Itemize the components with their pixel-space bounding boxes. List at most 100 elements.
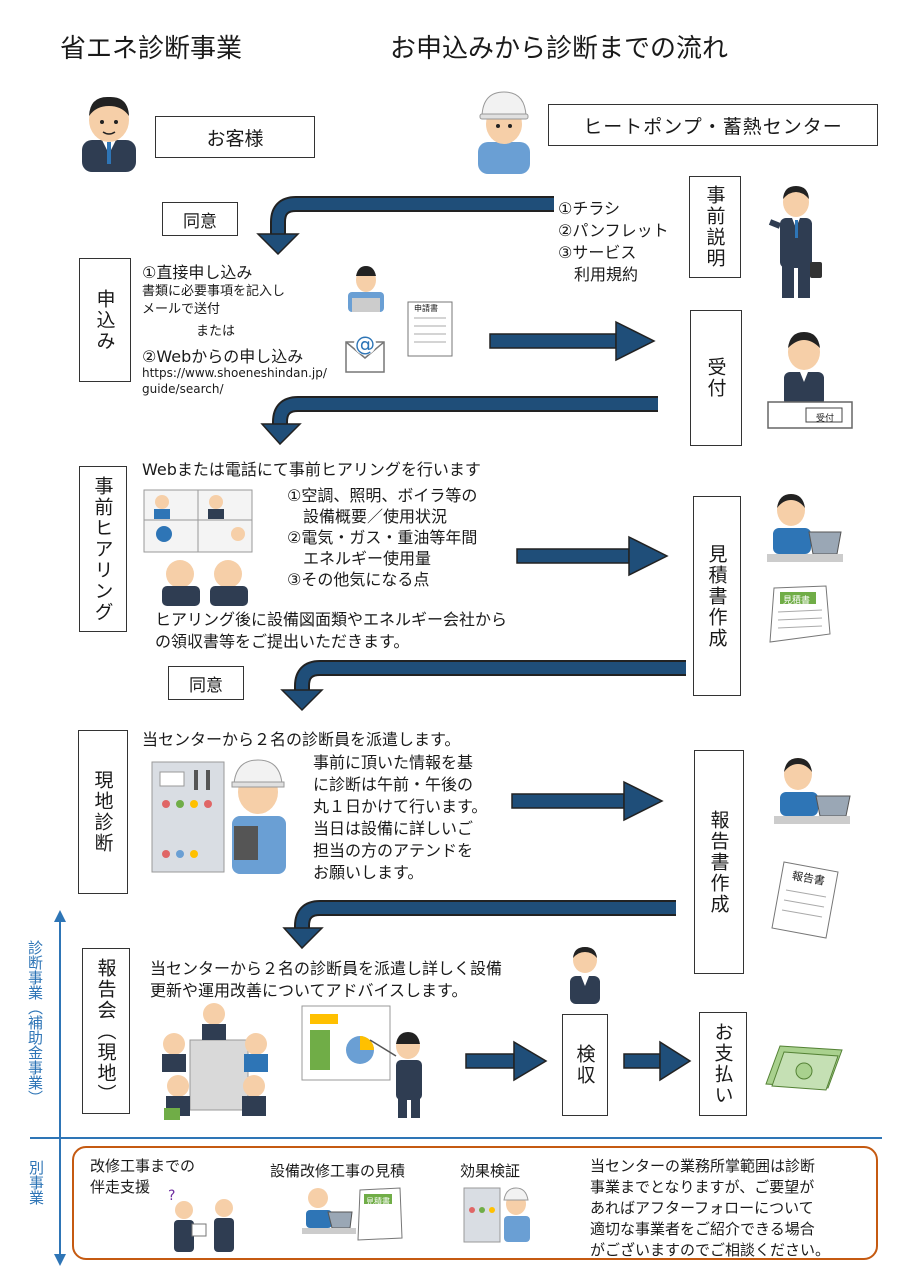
other-verify-label: 効果検証	[460, 1162, 521, 1180]
hearing-item: ②電気・ガス・重油等年間	[287, 528, 478, 547]
pre-explain-box: 事前説明	[689, 176, 741, 278]
meeting-table-icon	[162, 1003, 268, 1120]
hearing-item: ①空調、照明、ボイラ等の	[287, 486, 478, 505]
onsite-desc-line: 丸１日かけて行います。	[313, 797, 488, 816]
apply-line-4: ②Webからの申し込み	[142, 347, 304, 366]
mail-icon: @	[345, 332, 385, 373]
other-note-line: がございますのでご相談ください。	[590, 1241, 831, 1259]
estimate-box: 見積書作成	[693, 496, 741, 696]
other-note-line: 適切な事業者をご紹介できる場合	[590, 1220, 815, 1238]
other-support-label: 改修工事までの 伴走支援	[90, 1156, 195, 1198]
pre-explain-item: ③サービス	[558, 243, 637, 262]
svg-text:?: ?	[168, 1188, 175, 1204]
report-box: 報告書作成	[694, 750, 744, 974]
flow-arrow-9	[623, 1040, 692, 1082]
side-label-other: 別事業	[27, 1160, 45, 1205]
hearing-note: ヒアリング後に設備図面類やエネルギー会社から の領収書等をご提出いただきます。	[155, 609, 507, 653]
reception-staff-icon	[767, 332, 853, 429]
report-doc-icon	[771, 861, 839, 939]
pre-explain-items: ①チラシ ②パンフレット ③サービス 利用規約	[558, 198, 669, 286]
apply-url-2: guide/search/	[142, 382, 224, 396]
meeting-desc-line: 更新や運用改善についてアドバイスします。	[150, 981, 468, 1000]
onsite-desc-line: 事前に頂いた情報を基	[313, 753, 474, 772]
staff-explain-icon	[768, 186, 822, 298]
consult-icon: ?	[168, 1188, 234, 1252]
report-staff-icon	[774, 758, 851, 824]
flow-arrow-3	[260, 396, 658, 446]
agree-label-1: 同意	[162, 202, 238, 236]
onsite-desc-line: に診断は午前・午後の	[313, 775, 474, 794]
hearing-item: エネルギー使用量	[287, 549, 432, 568]
flow-arrow-7	[282, 900, 676, 950]
flow-arrow-1	[256, 196, 554, 256]
other-business-panel	[72, 1146, 878, 1260]
customer-avatar	[82, 96, 136, 172]
meeting-box: 報告会（現地）	[82, 948, 130, 1114]
hearing-head: Webまたは電話にて事前ヒアリングを行います	[142, 460, 481, 479]
other-support-line: 改修工事までの	[90, 1157, 196, 1175]
onsite-inspector-icon	[151, 759, 286, 874]
money-icon	[765, 1045, 843, 1091]
other-estimate-icon	[302, 1187, 403, 1241]
side-label-main: 診断事業（補助金事業）	[26, 940, 44, 1105]
svg-text:@: @	[355, 332, 375, 356]
onsite-head: 当センターから２名の診断員を派遣します。	[142, 730, 461, 749]
agree-label-2: 同意	[168, 666, 244, 700]
apply-line-2: 書類に必要事項を記入し	[142, 284, 286, 299]
other-verify-icon	[463, 1187, 530, 1243]
page-title: 省エネ診断事業	[60, 34, 243, 64]
onsite-box: 現地診断	[78, 730, 128, 894]
apply-line-3: メールで送付	[142, 302, 221, 317]
customer-label: お客様	[155, 116, 315, 158]
flow-arrow-5	[280, 660, 686, 712]
meeting-desc-line: 当センターから２名の診断員を派遣し詳しく設備	[150, 959, 503, 978]
worker-avatar	[478, 91, 530, 174]
pre-explain-item: ②パンフレット	[558, 221, 669, 240]
estimate-doc-label: 見積書	[783, 596, 811, 606]
payment-box: お支払い	[699, 1012, 747, 1116]
hearing-note-line: ヒアリング後に設備図面類やエネルギー会社から	[155, 610, 508, 629]
hearing-note-line: の領収書等をご提出いただきます。	[155, 632, 410, 651]
pre-explain-item: 利用規約	[558, 265, 639, 284]
flow-arrow-8	[465, 1040, 548, 1082]
hearing-items: ①空調、照明、ボイラ等の 設備概要／使用状況 ②電気・ガス・重油等年間 エネルギ…	[287, 485, 477, 590]
center-label: ヒートポンプ・蓄熱センター	[548, 104, 878, 146]
other-note-line: 当センターの業務所掌範囲は診断	[590, 1157, 816, 1175]
hearing-box: 事前ヒアリング	[79, 466, 127, 632]
flow-arrow-4	[516, 535, 669, 577]
application-doc-icon	[407, 301, 453, 357]
other-note-line: あればアフターフォローについて	[590, 1199, 814, 1217]
other-support-line: 伴走支援	[90, 1178, 151, 1196]
reception-desk-sign: 受付	[816, 414, 835, 424]
other-note-line: 事業までとなりますが、ご要望が	[590, 1178, 815, 1196]
scope-axis	[54, 910, 66, 1266]
onsite-desc-line: 担当の方のアテンドを	[313, 841, 474, 860]
apply-or: または	[196, 324, 236, 339]
onsite-desc-line: お願いします。	[313, 863, 424, 882]
hearing-item: 設備概要／使用状況	[287, 507, 448, 526]
flow-arrow-2	[489, 320, 656, 362]
hearing-item: ③その他気になる点	[287, 570, 430, 589]
page-subtitle: お申込みから診断までの流れ	[390, 34, 729, 64]
other-note: 当センターの業務所掌範囲は診断 事業までとなりますが、ご要望が あればアフターフ…	[590, 1156, 830, 1261]
inspection-box: 検収	[562, 1014, 608, 1116]
estimate-doc-icon	[769, 585, 831, 643]
flow-arrow-6	[511, 780, 664, 822]
pc-user-icon	[348, 266, 384, 312]
inspection-staff-icon	[570, 947, 600, 1004]
onsite-desc: 事前に頂いた情報を基 に診断は午前・午後の 丸１日かけて行います。 当日は設備に…	[313, 752, 487, 884]
apply-box: 申込み	[79, 258, 131, 382]
other-estimate-label: 設備改修工事の見積	[270, 1162, 406, 1180]
application-doc-label: 申請書	[414, 304, 438, 313]
apply-line-1: ①直接申し込み	[142, 263, 253, 282]
video-meeting-icon	[143, 489, 253, 606]
scope-divider	[30, 1137, 882, 1139]
estimate-staff-icon	[767, 494, 843, 562]
pre-explain-item: ①チラシ	[558, 199, 621, 218]
other-estimate-doc-label: 見積書	[366, 1197, 390, 1206]
reception-box: 受付	[690, 310, 742, 446]
presentation-icon	[301, 1005, 422, 1118]
meeting-desc: 当センターから２名の診断員を派遣し詳しく設備 更新や運用改善についてアドバイスし…	[150, 958, 502, 1002]
onsite-desc-line: 当日は設備に詳しいご	[313, 819, 474, 838]
apply-url-1: https://www.shoeneshindan.jp/	[142, 366, 327, 380]
